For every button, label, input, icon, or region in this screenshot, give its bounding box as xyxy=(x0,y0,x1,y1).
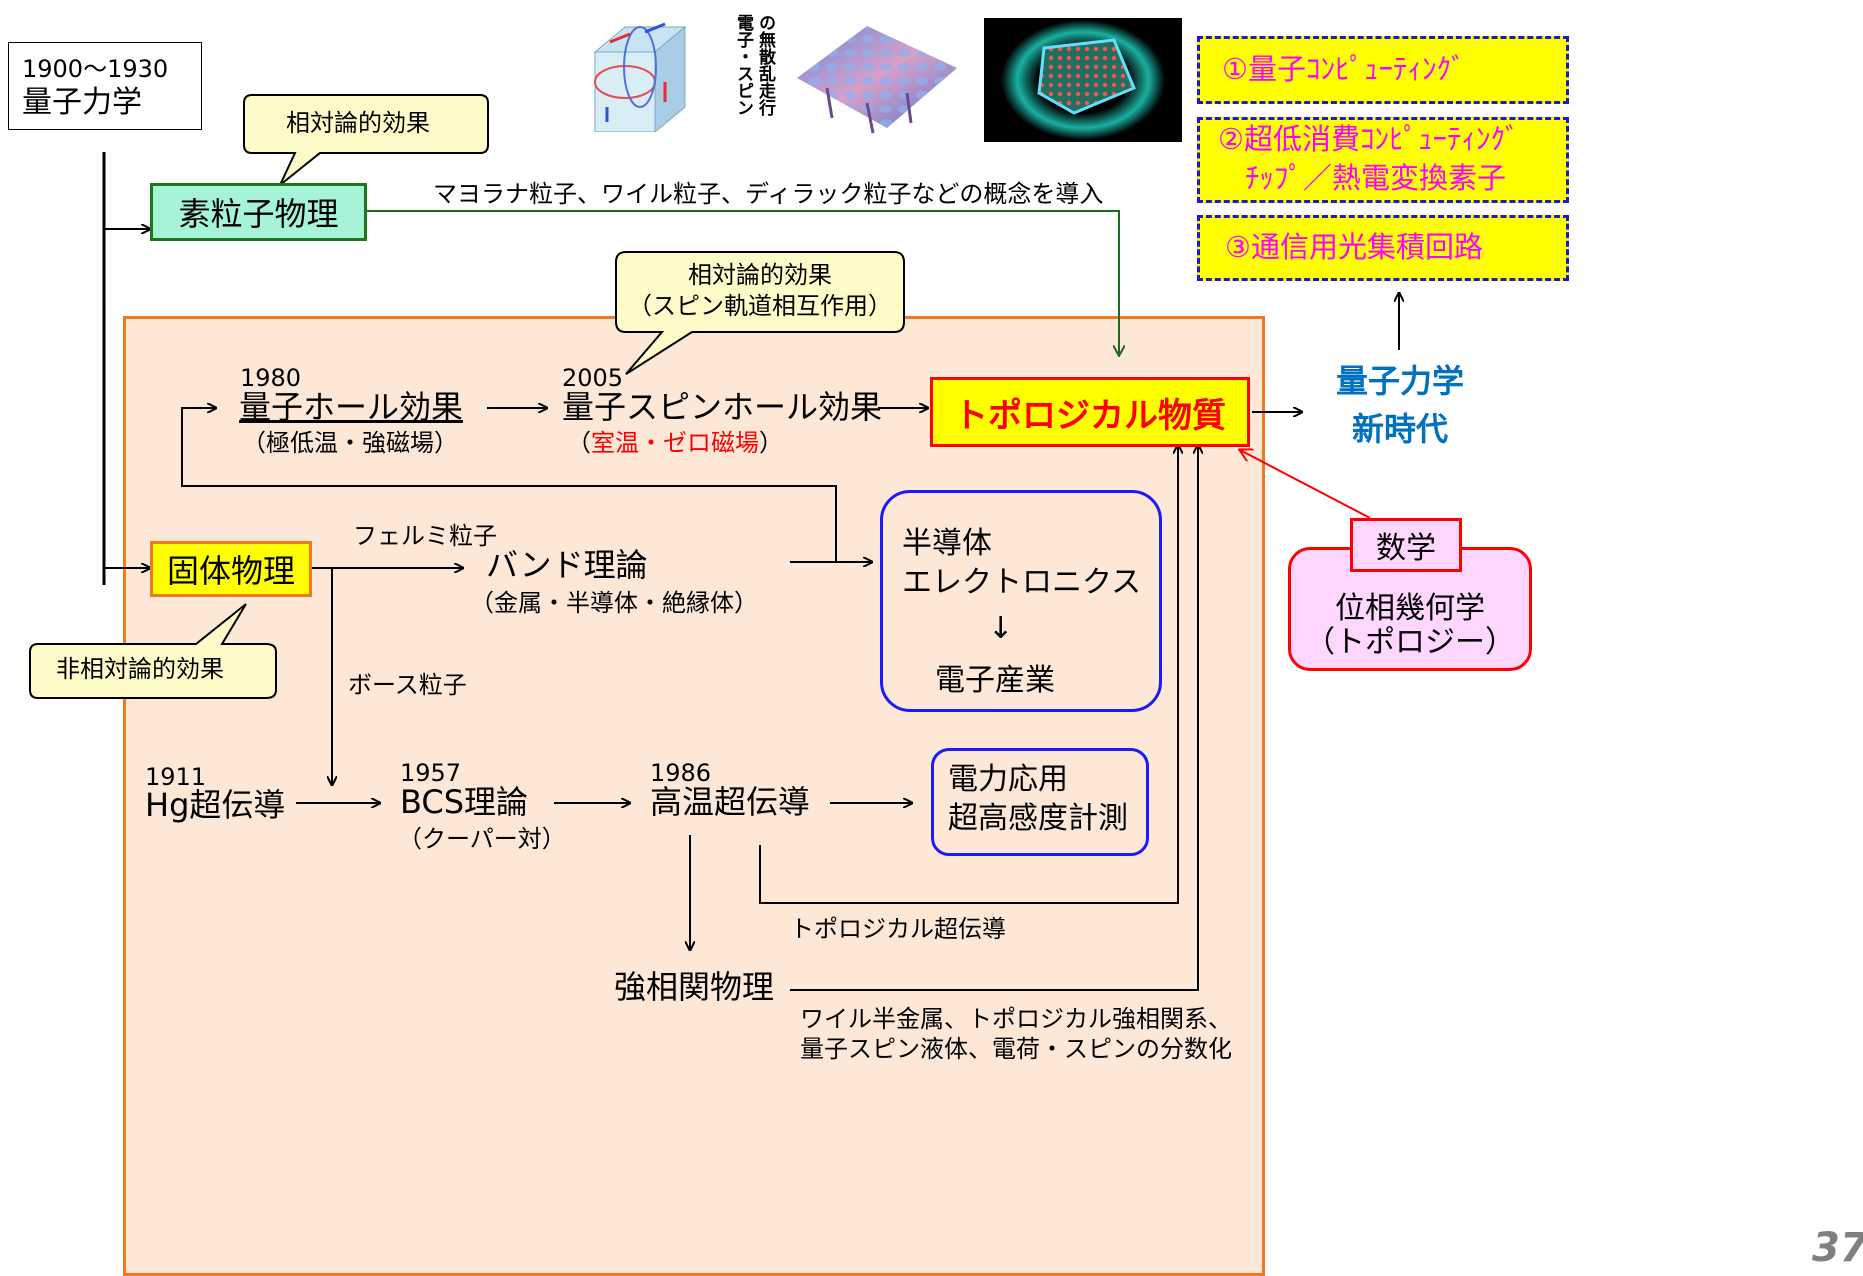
bubble-nonrelativistic-text: 非相対論的効果 xyxy=(56,655,224,683)
hg-title: Hg超伝導 xyxy=(145,786,286,824)
qshe-sub-close: ） xyxy=(759,429,783,457)
era-years: 1900～1930 xyxy=(22,55,169,83)
bubble-spin-orbit-line1: 相対論的効果 xyxy=(688,261,832,289)
power-line1: 電力応用 xyxy=(948,762,1068,797)
application-2-line1: ②超低消費ｺﾝﾋﾟｭｰﾃｨﾝｸﾞ xyxy=(1218,122,1520,156)
edge-label-majorana: マヨラナ粒子、ワイル粒子、ディラック粒子などの概念を導入 xyxy=(433,180,1104,208)
topology-line2: （トポロジー） xyxy=(1305,625,1515,660)
qshe-sub: （室温・ゼロ磁場） xyxy=(567,430,783,456)
qhe-title: 量子ホール効果 xyxy=(239,388,464,426)
htsc-title: 高温超伝導 xyxy=(650,783,811,821)
application-3: ③通信用光集積回路 xyxy=(1225,230,1483,264)
topology-line1: 位相幾何学 xyxy=(1335,591,1485,626)
strong-correlation-title: 強相関物理 xyxy=(614,968,775,1006)
qshe-sub-red: 室温・ゼロ磁場 xyxy=(591,429,759,457)
application-2-line2: ﾁｯﾌﾟ／熱電変換素子 xyxy=(1245,161,1507,195)
bubble-relativistic-text: 相対論的効果 xyxy=(286,109,430,137)
topological-materials-box: トポロジカル物質 xyxy=(930,377,1250,447)
bcs-sub: （クーパー対） xyxy=(398,825,566,853)
speech-bubble-spin-orbit xyxy=(615,251,905,375)
era-title: 量子力学 xyxy=(22,85,142,120)
edge-label-weyl-2: 量子スピン液体、電荷・スピンの分数化 xyxy=(800,1035,1232,1063)
speech-bubble-relativistic xyxy=(243,94,489,186)
topological-image xyxy=(984,18,1182,142)
particle-physics-box: 素粒子物理 xyxy=(150,183,367,241)
new-era-line2: 新時代 xyxy=(1351,410,1448,448)
band-theory-sub: （金属・半導体・絶縁体） xyxy=(470,589,758,617)
edge-label-weyl-1: ワイル半金属、トポロジカル強相関系、 xyxy=(800,1005,1232,1033)
surface-image xyxy=(787,18,965,140)
semiconductor-line2: エレクトロニクス xyxy=(902,565,1142,600)
qhe-year: 1980 xyxy=(240,364,302,392)
semiconductor-box xyxy=(880,490,1162,712)
htsc-year: 1986 xyxy=(650,759,712,787)
bcs-title: BCS理論 xyxy=(400,783,529,821)
application-1-box xyxy=(1197,36,1569,104)
page-number: 37 xyxy=(1812,1225,1863,1271)
math-label-box: 数学 xyxy=(1350,518,1462,572)
hg-year: 1911 xyxy=(145,763,207,791)
solid-state-label: 固体物理 xyxy=(166,552,295,590)
application-1: ①量子ｺﾝﾋﾟｭｰﾃｨﾝｸﾞ xyxy=(1222,52,1466,86)
qhe-sub: （極低温・強磁場） xyxy=(242,429,458,457)
math-label: 数学 xyxy=(1376,531,1436,566)
power-applications-box xyxy=(931,748,1149,856)
edge-label-fermion: フェルミ粒子 xyxy=(353,522,497,550)
speech-bubble-nonrelativistic xyxy=(29,603,277,699)
qshe-title: 量子スピンホール効果 xyxy=(562,388,883,426)
solid-state-box: 固体物理 xyxy=(150,541,312,597)
edge-label-boson: ボース粒子 xyxy=(348,671,467,699)
qshe-sub-open: （ xyxy=(567,429,591,457)
vertical-caption-col1: 電子・スピン xyxy=(733,14,753,116)
band-theory-title: バンド理論 xyxy=(486,546,648,584)
solid-state-region xyxy=(123,316,1265,1276)
vertical-caption-col2: の無散乱走行 xyxy=(755,14,775,116)
era-box xyxy=(8,42,202,130)
power-line2: 超高感度計測 xyxy=(948,801,1128,836)
semiconductor-line3: 電子産業 xyxy=(935,663,1055,698)
particle-physics-label: 素粒子物理 xyxy=(178,195,339,233)
semiconductor-arrow: ↓ xyxy=(988,611,1014,646)
cube-image xyxy=(585,12,695,134)
vertical-caption: 電子・スピン の無散乱走行 xyxy=(733,14,777,134)
semiconductor-line1: 半導体 xyxy=(902,526,992,561)
bubble-spin-orbit-line2: （スピン軌道相互作用） xyxy=(628,292,892,320)
topological-materials-label: トポロジカル物質 xyxy=(954,395,1226,436)
edge-label-topo-sc: トポロジカル超伝導 xyxy=(790,915,1006,943)
bcs-year: 1957 xyxy=(400,759,462,787)
qshe-year: 2005 xyxy=(562,364,624,392)
new-era-line1: 量子力学 xyxy=(1335,362,1464,400)
application-3-box xyxy=(1197,215,1569,281)
application-2-box xyxy=(1197,117,1569,203)
